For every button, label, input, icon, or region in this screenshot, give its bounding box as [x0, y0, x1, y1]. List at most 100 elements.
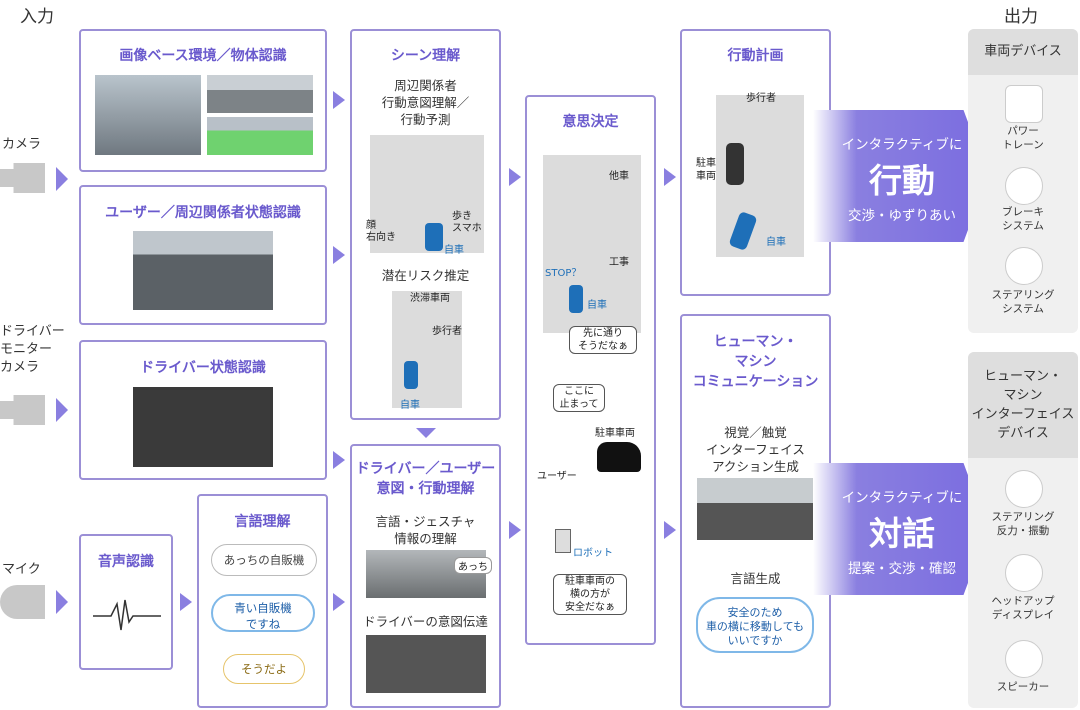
image-recognition-box: 画像ベース環境／物体認識	[79, 29, 327, 172]
arrow-scene-down	[416, 428, 436, 438]
steering-feedback-label: ステアリング 反力・振動	[991, 511, 1055, 537]
speech-recognition-box: 音声認識	[79, 534, 173, 670]
scene-risk-text: 潜在リスク推定	[381, 268, 470, 283]
decision-title: 意思決定	[562, 114, 619, 130]
driver-camera-icon	[0, 395, 45, 425]
mic-icon	[0, 585, 45, 619]
scene-map-2	[392, 291, 462, 408]
speaker-icon	[1005, 640, 1043, 678]
decision-other-car-label: 他車	[609, 171, 629, 182]
action-sub-text: 交渉・ゆずりあい	[848, 208, 956, 224]
hud-label: ヘッドアップ ディスプレイ	[991, 595, 1055, 621]
steering-icon	[1005, 247, 1043, 285]
image-recognition-title: 画像ベース環境／物体認識	[119, 48, 287, 64]
decision-think1-bubble: 先に通り そうだなぁ	[569, 326, 637, 354]
decision-parked-label: 駐車車両	[595, 428, 635, 439]
driver-state-box: ドライバー状態認識	[79, 340, 327, 480]
intent-gesture-text: 言語・ジェスチャ 情報の理解	[375, 514, 476, 546]
camera-icon	[0, 163, 45, 193]
decision-parked-car	[597, 442, 641, 472]
input-header: 入力	[20, 7, 54, 27]
dialog-sub-text: 提案・交渉・確認	[848, 561, 956, 577]
action-arrow	[813, 110, 988, 242]
arrow-c1-r3	[333, 451, 345, 469]
decision-construction-label: 工事	[609, 257, 629, 268]
scene-pedestrian-label: 歩行者	[432, 326, 462, 337]
hud-icon	[1005, 554, 1043, 592]
arrow-decision-hmc	[664, 521, 676, 539]
dialog-big-text: 対話	[869, 514, 935, 553]
driver-state-title: ドライバー状態認識	[140, 360, 266, 376]
decision-user-label: ユーザー	[537, 471, 577, 482]
planning-own-car-label: 自車	[766, 237, 786, 248]
segmentation-photo-1	[207, 75, 313, 113]
segmentation-photo-2	[207, 117, 313, 155]
driver-camera-arrow	[56, 398, 68, 422]
speech-recognition-title: 音声認識	[98, 554, 154, 570]
driver-camera-label: ドライバー モニター カメラ	[0, 324, 65, 375]
street-photo	[95, 75, 201, 155]
decision-think2-bubble: 駐車車両の 横の方が 安全だなぁ	[553, 574, 627, 615]
planning-pedestrian-label: 歩行者	[746, 93, 776, 104]
hmc-bubble: 安全のため 車の横に移動しても いいですか	[696, 597, 814, 653]
dialog-arrow	[813, 463, 988, 595]
driver-intent-box: ドライバー／ユーザー 意図・行動理解 言語・ジェスチャ 情報の理解 あっち ドラ…	[350, 444, 501, 708]
arrow-scene-decision	[509, 168, 521, 186]
planning-parked-label: 駐車 車両	[696, 158, 716, 182]
action-big-text: 行動	[869, 161, 935, 200]
hmc-title: ヒューマン・ マシン コミュニケーション	[692, 334, 819, 390]
scene-surrounding-text: 周辺関係者 行動意図理解／ 行動予測	[381, 78, 470, 127]
brake-label: ブレーキ システム	[1002, 206, 1044, 232]
mic-arrow	[56, 590, 68, 614]
scene-own-car2-label: 自車	[400, 400, 420, 411]
decision-stop-label: STOP？	[545, 268, 582, 279]
scene-car-2	[404, 361, 418, 389]
planning-parked-car	[726, 143, 744, 185]
arrow-decision-planning	[664, 168, 676, 186]
scene-box: シーン理解 周辺関係者 行動意図理解／ 行動予測 顔 右向き 歩き スマホ 自車…	[350, 29, 501, 420]
hmi-device-panel: ヒューマン・ マシン インターフェイス デバイス ステアリング 反力・振動 ヘッ…	[968, 352, 1078, 708]
scene-title: シーン理解	[390, 48, 461, 64]
user-state-title: ユーザー／周辺関係者状態認識	[105, 205, 301, 221]
speaker-label: スピーカー	[996, 681, 1050, 693]
driver-intent-title: ドライバー／ユーザー 意図・行動理解	[355, 461, 496, 497]
mic-label: マイク	[2, 562, 41, 577]
vehicle-device-panel: 車両デバイス パワー トレーン ブレーキ システム ステアリング システム	[968, 29, 1078, 333]
planning-title: 行動計画	[727, 48, 784, 64]
user-state-photo	[133, 231, 273, 310]
driver-face-photo	[133, 387, 273, 467]
decision-map-1	[543, 155, 641, 333]
vehicle-device-title: 車両デバイス	[968, 29, 1078, 75]
hmc-cabin-photo	[697, 478, 817, 540]
scene-own-car-label: 自車	[444, 245, 464, 256]
scene-car-1	[425, 223, 443, 251]
intent-atchi-label: あっち	[454, 557, 492, 574]
decision-robot-label: ロボット	[573, 548, 613, 559]
hmc-lang-gen-text: 言語生成	[730, 571, 781, 586]
arrow-intent-decision	[509, 521, 521, 539]
steering-label: ステアリング システム	[991, 289, 1055, 315]
decision-box: 意思決定 他車 STOP？ 工事 自車 先に通り そうだなぁ ここに 止まって …	[525, 95, 656, 645]
lang-bubble-3: そうだよ	[223, 654, 305, 684]
lang-bubble-1: あっちの自販機	[211, 544, 317, 576]
arrow-speech-lang	[180, 593, 192, 611]
scene-jam-label: 渋滞車両	[410, 293, 450, 304]
hmc-box: ヒューマン・ マシン コミュニケーション 視覚／触覚 インターフェイス アクショ…	[680, 314, 831, 708]
hmi-device-title: ヒューマン・ マシン インターフェイス デバイス	[968, 352, 1078, 458]
user-state-box: ユーザー／周辺関係者状態認識	[79, 185, 327, 325]
output-header: 出力	[1004, 7, 1038, 27]
intent-convey-text: ドライバーの意図伝達	[363, 614, 488, 629]
scene-phone-label: 歩き スマホ	[452, 211, 482, 234]
camera-arrow	[56, 167, 68, 191]
arrow-c1-r2	[333, 246, 345, 264]
language-title: 言語理解	[234, 514, 291, 530]
language-box: 言語理解 あっちの自販機 青い自販機 ですね そうだよ	[197, 494, 328, 708]
decision-own-car	[569, 285, 583, 313]
decision-robot	[555, 529, 571, 553]
powertrain-label: パワー トレーン	[1002, 125, 1044, 151]
camera-label: カメラ	[2, 137, 42, 152]
dialog-top-text: インタラクティブに	[841, 490, 963, 506]
steering-feedback-icon	[1005, 470, 1043, 508]
decision-stop-here-bubble: ここに 止まって	[553, 384, 605, 412]
scene-face-label: 顔 右向き	[366, 220, 396, 243]
